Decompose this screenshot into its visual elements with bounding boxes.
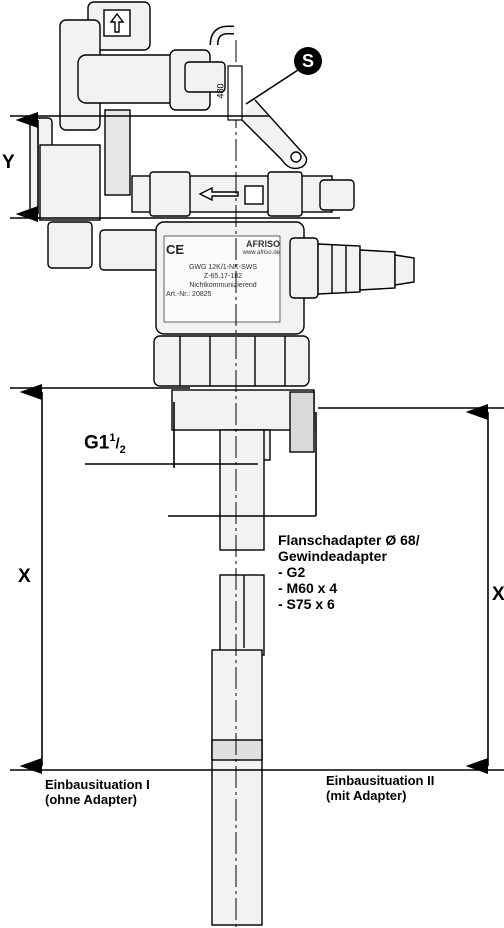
install-2-subtitle: (mit Adapter) (326, 788, 407, 803)
sensor-tag (227, 65, 243, 121)
main-housing (155, 221, 305, 335)
flange-note-item: - G2 (278, 564, 306, 580)
horizontal-pipe (131, 171, 355, 217)
device-type: Nichtkommunizierend (189, 282, 257, 289)
cable-gland (47, 221, 159, 271)
union-nut (153, 335, 310, 387)
x-right-dimension-label: X (492, 584, 504, 605)
flange-adapter-note: Flanschadapter Ø 68/ Gewindeadapter - G2… (278, 532, 420, 612)
thread-main: G1 (84, 432, 110, 454)
install-1-title: Einbausituation I (45, 777, 150, 792)
flange-note-line1: Flanschadapter Ø 68/ (278, 532, 420, 548)
probe-tube (211, 429, 265, 926)
flange-note-line2: Gewindeadapter (278, 548, 387, 564)
model-number: GWG 12K/1-NK-SWS (188, 264, 258, 271)
install-2-title: Einbausituation II (326, 773, 435, 788)
install-situation-1: Einbausituation I (ohne Adapter) (45, 777, 150, 807)
flange-note-item: - M60 x 4 (278, 580, 338, 596)
plug-connector (289, 237, 415, 299)
ce-mark: CE (166, 241, 185, 257)
x-left-dimension-label: X (18, 566, 31, 587)
brand-name: AFRISO (245, 239, 280, 249)
thread-sup: 1 (109, 432, 116, 444)
s-marker: S (294, 47, 322, 75)
s-leader (245, 69, 299, 105)
valve-assembly (29, 1, 308, 221)
brand-website: www.afriso.de (242, 250, 280, 256)
article-number: Art.-Nr.: 20825 (166, 291, 212, 298)
sensor-tag-number: 480 (215, 83, 226, 99)
thread-sub: 2 (119, 444, 126, 457)
thread-size-label: G11/2 (84, 432, 126, 457)
nameplate: CE AFRISO www.afriso.de GWG 12K/1-NK-SWS… (166, 240, 280, 299)
approval-number: Z-65.17-182 (203, 273, 243, 280)
flange-note-item: - S75 x 6 (278, 596, 335, 612)
y-dimension-label: Y (2, 152, 15, 173)
install-1-subtitle: (ohne Adapter) (45, 792, 137, 807)
install-situation-2: Einbausituation II (mit Adapter) (326, 773, 434, 803)
